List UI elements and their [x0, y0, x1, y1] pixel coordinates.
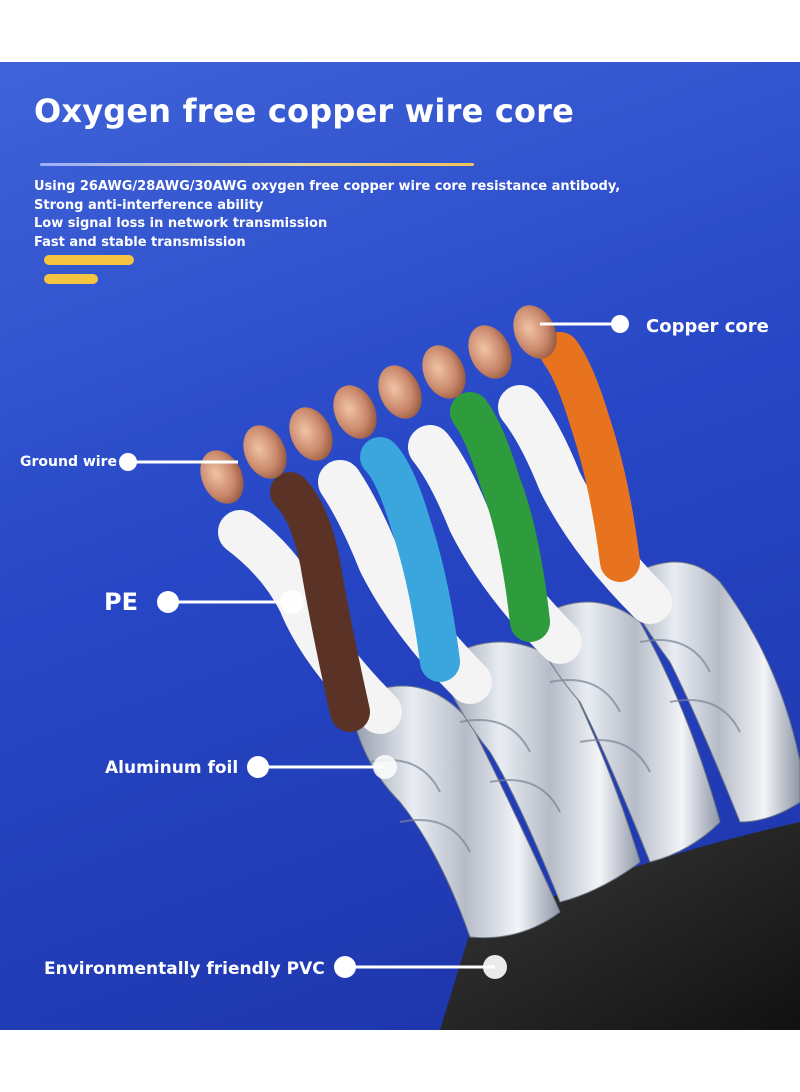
callout-aluminum-foil-pointer — [247, 755, 397, 779]
wire-green — [450, 392, 550, 642]
callout-pe-pointer — [157, 590, 304, 614]
description: Using 26AWG/28AWG/30AWG oxygen free copp… — [34, 178, 774, 252]
label-pe: PE — [104, 588, 138, 616]
label-copper-core: Copper core — [646, 316, 769, 337]
wire-brown — [270, 472, 370, 732]
wire-blue — [360, 437, 460, 682]
description-line: Using 26AWG/28AWG/30AWG oxygen free copp… — [34, 179, 621, 194]
callout-pvc-pointer — [334, 955, 507, 979]
title-underline — [40, 163, 474, 166]
accent-bar — [44, 255, 134, 265]
description-line: Low signal loss in network transmission — [34, 216, 328, 231]
label-pvc: Environmentally friendly PVC — [44, 959, 325, 979]
callout-ground-wire-pointer — [119, 453, 238, 471]
accent-bar — [44, 274, 98, 284]
wire-orange — [540, 332, 640, 582]
product-banner: Oxygen free copper wire core Using 26AWG… — [0, 62, 800, 1030]
label-aluminum-foil: Aluminum foil — [105, 758, 239, 778]
cable-cross-section-illustration — [119, 305, 800, 1030]
copper-conductor-tips — [200, 305, 557, 504]
foil-shield-pair-1 — [349, 685, 561, 939]
pvc-jacket — [440, 822, 800, 1030]
foil-shield-pair-3 — [529, 601, 721, 863]
callout-copper-core-pointer — [540, 315, 629, 333]
description-line: Strong anti-interference ability — [34, 197, 264, 213]
description-line: Fast and stable transmission — [34, 234, 246, 250]
label-ground-wire: Ground wire — [20, 454, 117, 470]
page-title: Oxygen free copper wire core — [34, 92, 575, 130]
foil-shield-pair-4 — [619, 561, 800, 823]
